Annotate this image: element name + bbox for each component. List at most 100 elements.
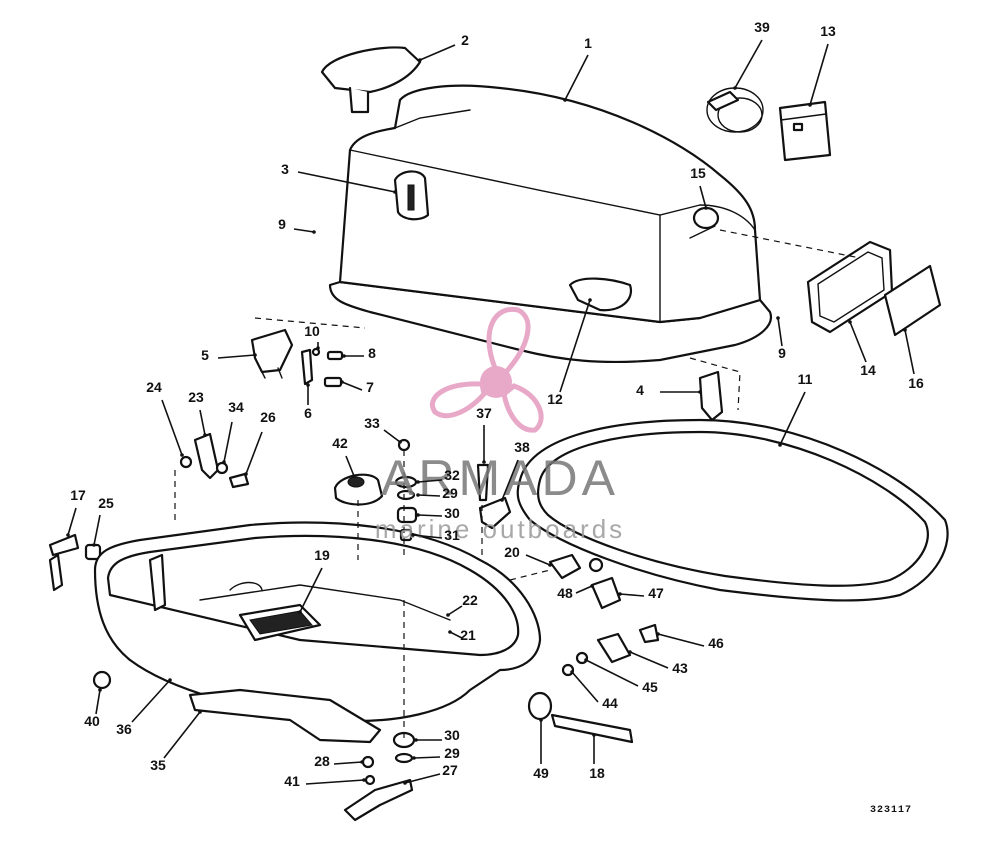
callout-number: 23 (188, 389, 204, 405)
callout-leader (585, 659, 639, 687)
callout-number: 18 (589, 765, 605, 781)
callout-leader (525, 554, 551, 566)
callout-leader-tip (482, 460, 486, 464)
callout-leader (67, 507, 77, 536)
callout-leader-tip (808, 103, 812, 107)
callout-number: 35 (150, 757, 166, 773)
callout-number: 9 (778, 345, 786, 361)
callout-leader (904, 329, 915, 375)
callout-c48: 48 (557, 584, 594, 601)
callout-number: 11 (798, 371, 813, 387)
callout-leader (345, 455, 355, 477)
callout-leader-tip (698, 390, 702, 394)
callout-leader (299, 567, 323, 613)
callout-leader-tip (848, 320, 852, 324)
callout-number: 34 (228, 399, 244, 415)
callout-leader-tip (203, 433, 207, 437)
callout-number: 29 (442, 485, 458, 501)
callout-c14: 14 (848, 320, 876, 378)
latch-base (250, 328, 294, 379)
callout-number: 44 (602, 695, 618, 711)
decal-sheet (883, 264, 942, 337)
callout-leader-tip (352, 474, 356, 478)
callout-c33: 33 (364, 415, 402, 444)
callout-c41: 41 (284, 773, 366, 789)
watermark-name: ARMADA (381, 450, 619, 506)
cap (92, 670, 112, 690)
callout-leader-tip (98, 688, 102, 692)
callout-leader (734, 39, 763, 89)
callout-c40: 40 (84, 688, 102, 729)
callout-c8: 8 (342, 345, 376, 361)
callout-leader (447, 605, 463, 616)
cable-coil (706, 87, 764, 133)
callout-leader (341, 381, 363, 391)
callout-leader (245, 431, 263, 475)
callout-number: 33 (364, 415, 380, 431)
callout-leader-tip (340, 380, 344, 384)
callout-number: 4 (636, 382, 644, 398)
callout-leader-tip (903, 328, 907, 332)
callout-number: 17 (70, 487, 86, 503)
callout-leader (383, 429, 401, 443)
callout-leader (417, 494, 441, 497)
callout-leader-tip (198, 710, 202, 714)
callout-number: 9 (278, 216, 286, 232)
callout-c23: 23 (188, 389, 207, 437)
callout-c45: 45 (584, 658, 658, 695)
lever-handle (48, 533, 80, 592)
callout-c9b: 9 (776, 316, 786, 361)
callout-number: 26 (260, 409, 276, 425)
callout-leader (809, 43, 829, 106)
callout-c38: 38 (500, 439, 530, 502)
callout-leader-tip (416, 513, 420, 517)
pan-bracket (188, 688, 382, 744)
callout-c18: 18 (589, 733, 605, 781)
bottom-mount (343, 731, 416, 822)
callout-leader-tip (448, 630, 452, 634)
callout-leader (223, 421, 233, 463)
callout-number: 15 (690, 165, 706, 181)
callout-c25: 25 (92, 495, 114, 547)
callout-leader (131, 679, 171, 723)
callout-leader-tip (312, 230, 316, 234)
callout-leader (571, 671, 599, 703)
propeller-hub (480, 366, 512, 398)
callout-leader-tip (446, 613, 450, 617)
spacer-stack (394, 438, 418, 542)
callout-number: 6 (304, 405, 312, 421)
callout-leader-tip (548, 563, 552, 567)
callout-leader (501, 459, 519, 501)
callout-c12: 12 (547, 298, 592, 407)
callout-c27: 27 (403, 762, 458, 785)
cover-seal (516, 418, 949, 602)
callout-leader (199, 409, 206, 436)
callout-leader (777, 317, 783, 347)
callout-c1: 1 (563, 35, 592, 102)
callout-number: 39 (754, 19, 770, 35)
clamp (588, 557, 622, 610)
callout-c26: 26 (244, 409, 276, 476)
callout-leader-tip (393, 190, 397, 194)
callout-c34: 34 (222, 399, 244, 464)
propeller-blade-left (430, 381, 487, 419)
callout-number: 7 (366, 379, 374, 395)
callout-leader (93, 514, 101, 546)
callout-c5: 5 (201, 347, 257, 363)
callout-leader-tip (778, 443, 782, 447)
callout-leader-tip (733, 86, 737, 90)
callout-number: 22 (462, 592, 478, 608)
lever-group (179, 432, 250, 489)
callout-c49: 49 (533, 718, 549, 781)
callout-number: 30 (444, 505, 460, 521)
callout-leader-tip (776, 316, 780, 320)
fitting-set (561, 623, 660, 677)
callout-number: 14 (860, 362, 876, 378)
propeller-blade-right (501, 383, 544, 433)
callout-leader (699, 185, 707, 209)
callout-leader-tip (588, 298, 592, 302)
callout-leader-tip (584, 658, 588, 662)
callout-leader-tip (539, 718, 543, 722)
callout-leader-tip (403, 781, 407, 785)
